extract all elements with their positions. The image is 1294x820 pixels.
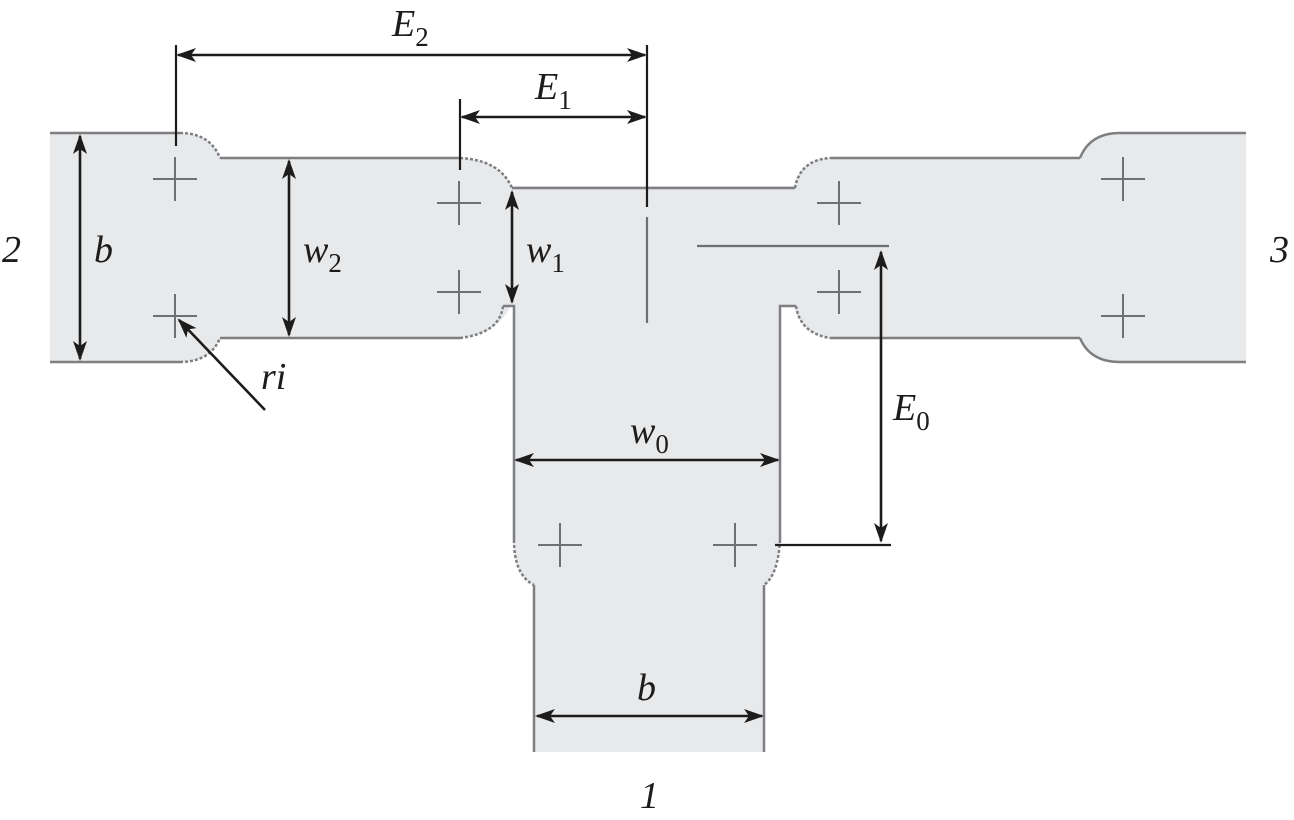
e1-label: E1 (534, 66, 572, 115)
dimension-w0: w0 (514, 410, 780, 467)
crosshair-mark (437, 181, 481, 225)
left-port-section (50, 133, 512, 362)
w1-label: w1 (526, 229, 565, 278)
w2-label: w2 (303, 229, 342, 278)
dimension-w2: w2 (282, 159, 342, 337)
right-port-section (794, 133, 1246, 362)
b-bottom-label: b (637, 667, 656, 709)
dimension-ri: ri (177, 318, 286, 411)
dimension-b-left: b (73, 134, 113, 361)
ri-leader-arrow (177, 318, 266, 411)
crosshair-mark (817, 270, 861, 314)
ri-label: ri (261, 356, 286, 398)
e0-label: E0 (892, 387, 930, 436)
crosshair-mark (1101, 294, 1145, 338)
crosshair-marks (153, 157, 1145, 567)
crosshair-mark (153, 157, 197, 201)
e2-label: E2 (391, 3, 429, 52)
crosshair-mark (1101, 157, 1145, 201)
junction-and-bottom-arm (500, 186, 798, 752)
b-left-label: b (94, 229, 113, 271)
dimension-e0: E0 (775, 250, 930, 547)
dimension-e2: E2 (174, 3, 649, 207)
crosshair-mark (713, 523, 757, 567)
dimension-w1: w1 (505, 190, 565, 304)
waveguide-outline (50, 131, 1246, 752)
crosshair-mark (538, 523, 582, 567)
crosshair-mark (817, 181, 861, 225)
crosshair-mark (153, 294, 197, 338)
w0-label: w0 (630, 410, 669, 459)
waveguide-body (50, 133, 1246, 752)
dimension-e1: E1 (458, 66, 647, 170)
crosshair-mark (437, 270, 481, 314)
port-2-label: 2 (2, 229, 21, 271)
port-1-label: 1 (640, 775, 659, 817)
dimension-b-bottom: b (535, 667, 764, 723)
port-3-label: 3 (1269, 229, 1289, 271)
